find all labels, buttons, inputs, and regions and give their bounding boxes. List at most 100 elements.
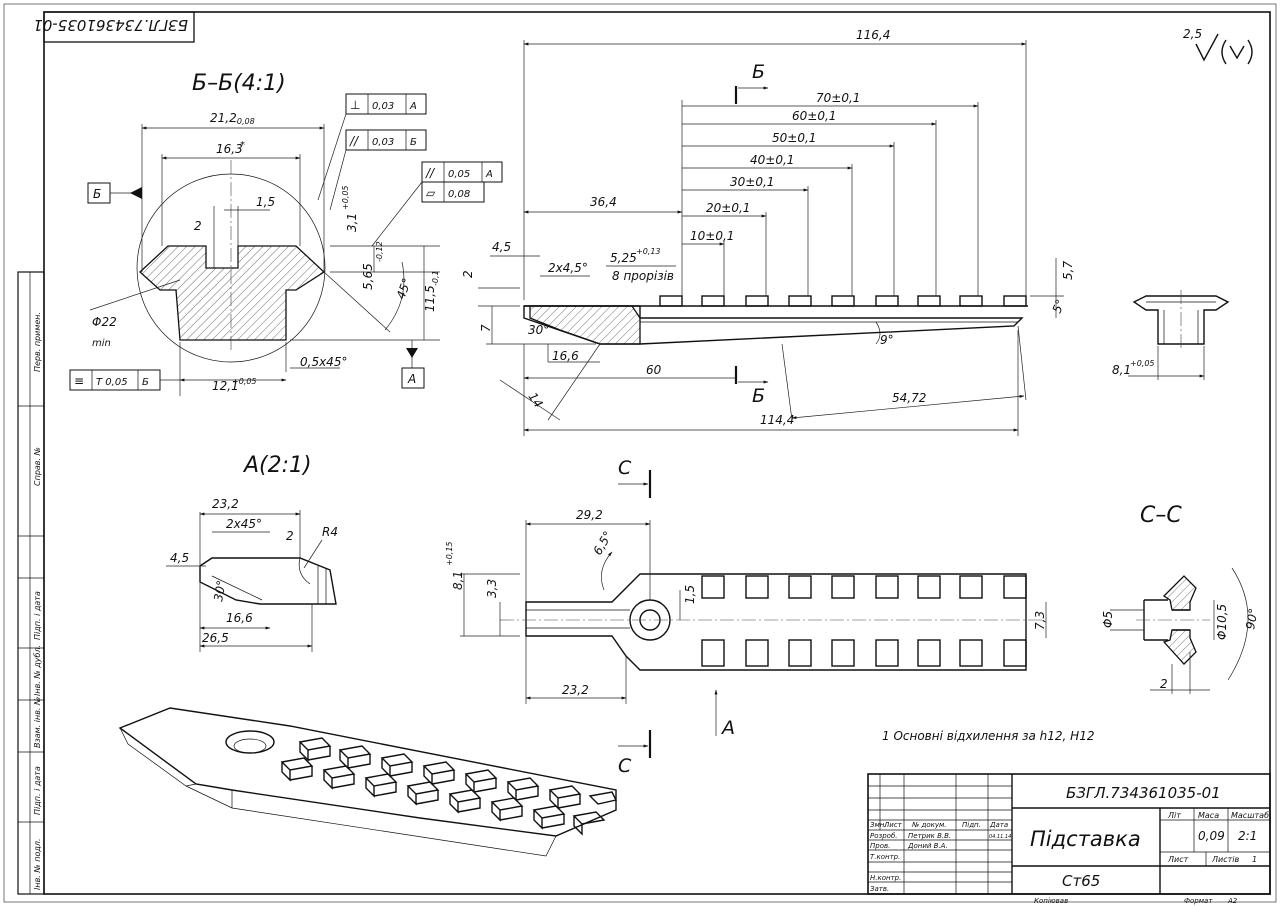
detail-a-d232: 23,2: [212, 497, 239, 511]
bb-dim-width-top-tol: -0,08: [234, 117, 255, 126]
main-dim-d5472: 54,72: [892, 391, 926, 405]
roughness-symbol: 2,5: [1183, 27, 1253, 65]
detail-a-r: R4: [322, 525, 338, 539]
tb-row-0-name: Петрик В.В.: [908, 832, 951, 840]
rail-teeth: [659, 295, 1027, 307]
detail-a-title: А(2:1): [242, 453, 312, 478]
bb-dim-bottom: 12,1: [212, 379, 239, 393]
main-dim-slot: 5,25: [610, 251, 637, 265]
bb-dim-radius: Φ22: [92, 315, 117, 329]
isometric-view: [118, 707, 618, 857]
tb-sheets-value: 1: [1252, 855, 1257, 864]
top-dim-d292: 29,2: [576, 508, 603, 522]
side-label-5: Підп. і дата: [33, 766, 42, 815]
main-cut-bot: Б: [752, 385, 765, 407]
svg-text:А: А: [485, 169, 493, 180]
bb-dim-height-tol: -0,1: [431, 270, 440, 286]
bb-dim-width-mid-sup: *: [240, 140, 245, 151]
tb-footer-format: Формат: [1184, 897, 1213, 905]
section-bb: Б–Б(4:1) 21,2 -0,08 16,3 * 1,5 2 3,1 +0,…: [69, 71, 503, 396]
main-dim-d36: 36,4: [590, 195, 617, 209]
bb-dim-angle: 45°: [394, 276, 414, 301]
top-cut-bot: С: [618, 755, 632, 777]
main-cut-top: Б: [752, 61, 765, 83]
tb-footer-copy: Копіював: [1034, 897, 1068, 905]
tb-col-2: № докум.: [911, 821, 947, 829]
detail-a: А(2:1) 23,2 2x45° R4 2 4,5 30° 16,6 26,5: [166, 453, 338, 652]
top-dim-d15: 1,5: [683, 585, 697, 604]
detail-a-d265: 26,5: [202, 631, 229, 645]
tb-mass: 0,09: [1198, 829, 1225, 843]
top-dim-d81: 8,1: [451, 571, 465, 590]
side-label-2: Підп. і дата: [33, 591, 42, 640]
main-dim-a30: 30°: [528, 323, 549, 337]
end-view-dim-tol: +0,05: [1130, 359, 1155, 368]
top-stamp: БЗГЛ.734361035-01: [33, 11, 195, 43]
main-dim-slot-tol: +0,13: [636, 247, 661, 256]
main-dim-d60b: 60: [646, 363, 662, 377]
tb-name: Підставка: [1030, 827, 1141, 851]
section-bb-title: Б–Б(4:1): [192, 71, 286, 96]
svg-text:Б: Б: [142, 377, 149, 388]
section-bb-profile: [139, 245, 326, 341]
tb-row-1-name: Доний В.А.: [907, 842, 948, 850]
main-dim-overall-bot: 114,4: [760, 413, 794, 427]
main-dim-ch2: 2x4,5°: [548, 261, 588, 275]
detail-a-ch: 2x45°: [226, 517, 262, 531]
tb-col-0: Змн.: [870, 821, 887, 829]
bb-dim-bottom-tol: +0,05: [232, 377, 257, 386]
main-step-dims: 70±0,1 60±0,1 50±0,1 40±0,1 30±0,1 20±0,…: [681, 91, 979, 296]
tb-h-scale: Масштаб: [1231, 811, 1269, 820]
bb-dim-depth2: 5,65: [361, 263, 375, 290]
svg-text:А: А: [409, 101, 417, 112]
tb-scale: 2:1: [1238, 829, 1257, 843]
side-label-0: Перв. примен.: [33, 312, 42, 372]
tb-row-0-date: 04.11.14: [989, 834, 1011, 840]
bb-dim-slot-h: 2: [194, 219, 202, 233]
bb-dim-width-top: 21,2: [210, 111, 237, 125]
svg-text:10±0,1: 10±0,1: [690, 229, 734, 243]
main-view: Б Б 116,4 70±0,1 60±0,1 50±0,1 40±0,1 30…: [461, 28, 1075, 436]
main-dim-a9: 9°: [880, 333, 894, 347]
bb-dim-height: 11,5: [423, 285, 437, 312]
svg-text:T 0,05: T 0,05: [96, 377, 128, 388]
main-dim-h7: 7: [479, 324, 493, 332]
section-cc-title: С–С: [1140, 503, 1182, 528]
side-label-4: Взам. інв. №: [33, 697, 42, 748]
side-label-6: Інв. № подл.: [33, 838, 42, 890]
top-dim-d232: 23,2: [562, 683, 589, 697]
cc-dim-d5: Φ5: [1101, 611, 1115, 628]
main-dim-d14: 14: [526, 390, 546, 410]
tb-h-mass: Маса: [1198, 811, 1219, 820]
bb-dim-depth1-tol: +0,05: [341, 185, 350, 210]
svg-text:0,03: 0,03: [372, 101, 394, 112]
svg-text:Б: Б: [410, 137, 417, 148]
svg-text:⊥: ⊥: [350, 98, 360, 112]
main-dim-h2: 2: [461, 270, 475, 278]
top-stamp-code: БЗГЛ.734361035-01: [33, 16, 188, 34]
main-dim-overall-top: 116,4: [856, 28, 890, 42]
sheet-frame: [3, 3, 1277, 903]
tb-col-1: Лист: [883, 821, 903, 829]
general-note: 1 Основні відхилення за h12, H12: [882, 729, 1094, 743]
top-dim-d33: 3,3: [485, 579, 499, 598]
end-view: 8,1 +0,05: [1112, 290, 1230, 380]
bb-dim-width-mid: 16,3: [216, 142, 243, 156]
main-dim-d45: 4,5: [492, 240, 511, 254]
main-dim-a5: 5°: [1050, 297, 1068, 315]
top-dim-a65: 6,5°: [590, 529, 615, 558]
tb-col-3: Підп.: [962, 821, 981, 829]
cc-dim-a90: 90°: [1243, 607, 1260, 630]
section-cc: С–С Φ5 Φ10,5 90° 2: [1101, 503, 1261, 694]
detail-a-d45: 4,5: [170, 551, 189, 565]
tol-frame-2: // 0,05 А: [421, 161, 503, 183]
svg-text:≡: ≡: [74, 374, 84, 388]
detail-a-d166: 16,6: [226, 611, 253, 625]
tol-frame-1: // 0,03 Б: [329, 129, 427, 211]
svg-text:20±0,1: 20±0,1: [706, 201, 750, 215]
bb-dim-slot-w: 1,5: [256, 195, 275, 209]
side-label-3: Інв. № дубл.: [33, 645, 42, 696]
svg-text:40±0,1: 40±0,1: [750, 153, 794, 167]
tb-row-0-role: Розроб.: [870, 832, 898, 840]
